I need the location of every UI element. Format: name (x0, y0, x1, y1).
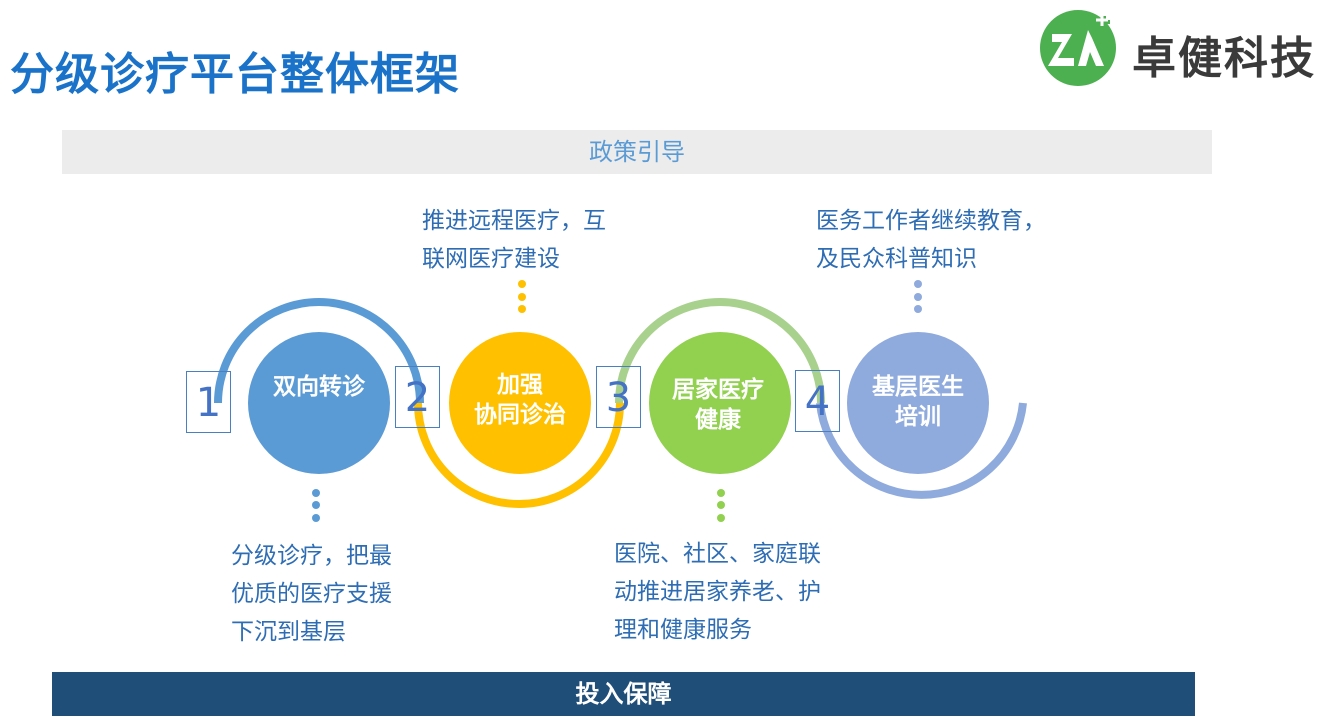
logo: 卓健科技 (1038, 8, 1328, 88)
arc-3 (615, 298, 825, 404)
dots-2 (518, 280, 526, 313)
dots-4 (914, 280, 922, 313)
investment-bar: 投入保障 (52, 672, 1195, 716)
circle-4 (847, 332, 989, 474)
circle-2 (449, 332, 591, 474)
step-label-4: 基层医生培训 (872, 374, 964, 430)
page-title: 分级诊疗平台整体框架 (10, 49, 460, 100)
step-description-4: 医务工作者继续教育，及民众科普知识 (816, 208, 1046, 272)
arc-2 (414, 402, 624, 508)
circle-3 (649, 332, 791, 474)
dots-1 (312, 489, 320, 522)
step-number-1: 1 (186, 371, 231, 433)
step-number-3: 3 (596, 366, 641, 428)
policy-bar: 政策引导 (62, 130, 1212, 174)
arc-4 (816, 402, 1027, 499)
dots-3 (717, 489, 725, 522)
step-label-2: 加强协同诊治 (474, 372, 566, 428)
arc-1 (214, 298, 424, 404)
step-number-2: 2 (395, 366, 440, 428)
step-description-1: 分级诊疗，把最优质的医疗支援下沉到基层 (231, 543, 392, 645)
step-number-4: 4 (795, 370, 840, 432)
logo-icon (1040, 10, 1116, 86)
logo-text: 卓健科技 (1132, 33, 1316, 84)
step-label-3: 居家医疗健康 (672, 377, 764, 433)
circle-1 (248, 332, 390, 474)
step-description-3: 医院、社区、家庭联动推进居家养老、护理和健康服务 (614, 541, 821, 643)
step-description-2: 推进远程医疗，互联网医疗建设 (422, 208, 606, 272)
step-label-1: 双向转诊 (273, 374, 365, 400)
